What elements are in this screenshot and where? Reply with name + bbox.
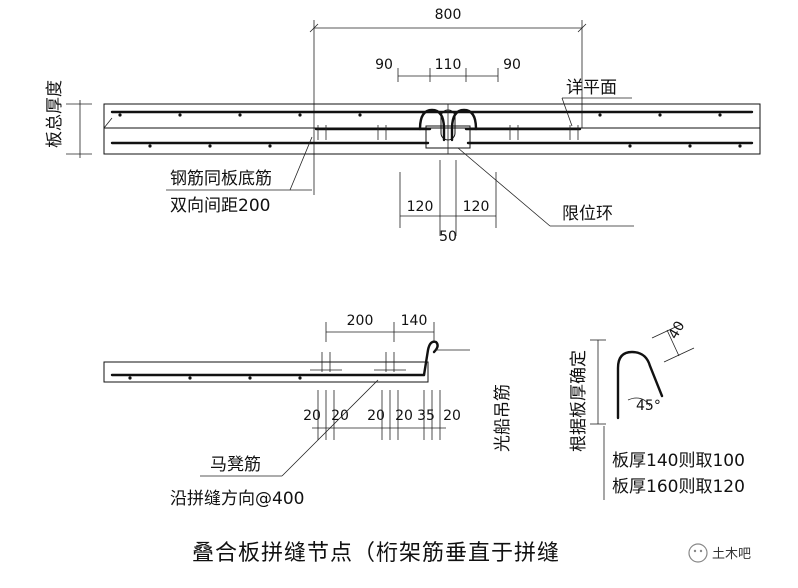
dim-140: 140 — [401, 313, 428, 329]
dim-s3: 20 — [367, 408, 385, 424]
hook-angle: 45° — [636, 398, 661, 414]
top-rebar-dots — [118, 113, 742, 148]
dim-120-left: 120 — [407, 199, 434, 215]
watermark: 土木吧 — [688, 543, 751, 563]
detail-plan-label: 详平面 — [566, 78, 617, 98]
lifting-bar-label: 光船吊筋 — [493, 384, 513, 452]
stool-bars — [310, 352, 406, 372]
stool-label: 马凳筋 — [210, 455, 261, 475]
rebar-note-line2: 双向间距200 — [170, 196, 270, 216]
rebar-note-line1: 钢筋同板底筋 — [170, 169, 272, 189]
dim-s1: 20 — [303, 408, 321, 424]
hook-detail: 根据板厚确定 45° 40 板厚140则取100 板厚160则取120 — [569, 319, 745, 500]
lower-rebar-dots — [128, 376, 302, 380]
dim-200: 200 — [347, 313, 374, 329]
watermark-text: 土木吧 — [712, 547, 751, 562]
dim-120-right: 120 — [463, 199, 490, 215]
lower-slab-detail: 200 140 — [103, 313, 513, 509]
dim-110: 110 — [435, 57, 462, 73]
rule-line2: 板厚160则取120 — [612, 477, 745, 497]
top-slab-detail: 800 90 110 90 板总厚度 — [45, 7, 761, 245]
dim-800: 800 — [435, 7, 462, 23]
small-spacing-dims — [312, 390, 446, 440]
top-stirrup-stubs — [317, 125, 579, 140]
slab-thickness-label: 板总厚度 — [45, 80, 65, 148]
wechat-icon — [688, 543, 708, 563]
stool-spacing: 沿拼缝方向@400 — [170, 489, 304, 509]
dim-s4: 20 — [395, 408, 413, 424]
rule-line1: 板厚140则取100 — [612, 451, 745, 471]
dim-90-left: 90 — [375, 57, 393, 73]
dim-50: 50 — [439, 229, 457, 245]
limit-ring-label: 限位环 — [562, 204, 613, 224]
dim-90-right: 90 — [503, 57, 521, 73]
dim-s2: 20 — [331, 408, 349, 424]
drawing-title: 叠合板拼缝节点（桁架筋垂直于拼缝 — [192, 541, 560, 566]
dim-s6: 20 — [443, 408, 461, 424]
joint-limit-rings — [418, 104, 478, 154]
hook-length: 40 — [666, 319, 689, 342]
by-thickness-label: 根据板厚确定 — [569, 350, 589, 452]
dim-s5: 35 — [417, 408, 435, 424]
